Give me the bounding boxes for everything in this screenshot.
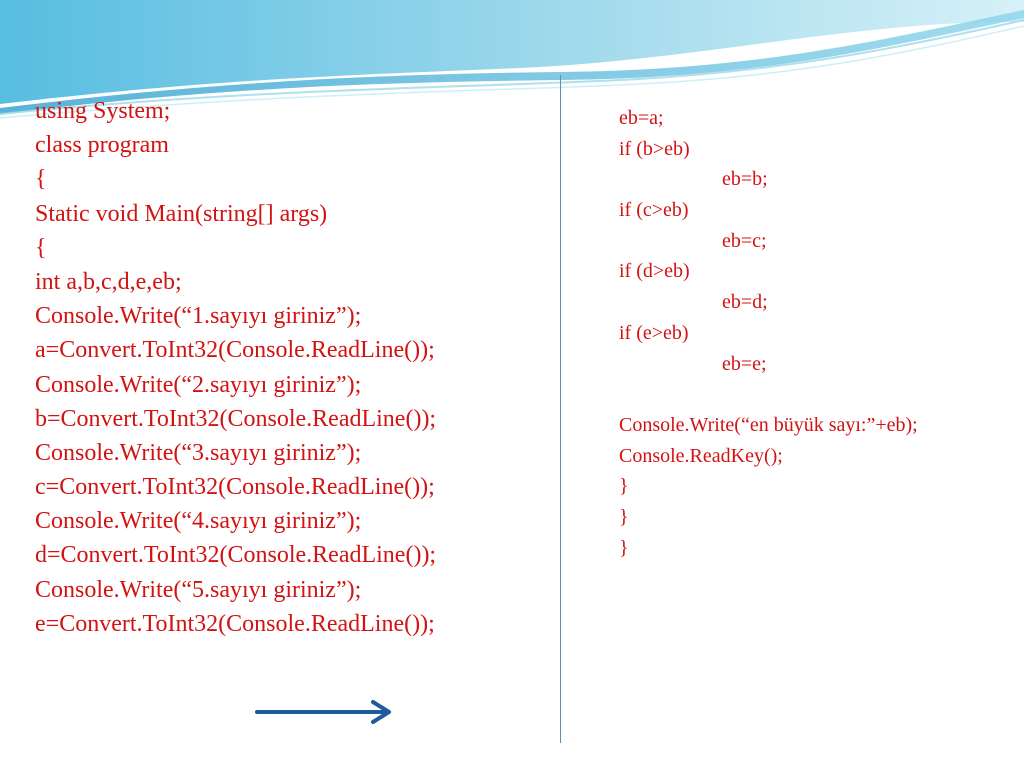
- column-divider: [560, 75, 561, 743]
- right-arrow-icon: [255, 700, 391, 724]
- code-line: eb=e;: [722, 352, 767, 375]
- code-line: Console.Write(“2.sayıyı giriniz”);: [35, 371, 362, 398]
- code-line: b=Convert.ToInt32(Console.ReadLine());: [35, 405, 437, 432]
- code-line: d=Convert.ToInt32(Console.ReadLine());: [35, 542, 437, 569]
- code-line: }: [619, 536, 629, 559]
- code-line: }: [619, 475, 629, 498]
- code-line: if (c>eb): [619, 199, 689, 222]
- code-line: eb=a;: [619, 107, 664, 129]
- code-line: Console.Write(“5.sayıyı giriniz”);: [35, 576, 362, 603]
- code-line: eb=c;: [722, 229, 767, 252]
- code-line: using System;: [35, 98, 171, 124]
- code-line: {: [35, 166, 47, 193]
- header-wave-decoration: [0, 0, 1024, 119]
- code-line: e=Convert.ToInt32(Console.ReadLine());: [35, 610, 435, 637]
- code-block-left: using System; class program { Static voi…: [35, 94, 555, 641]
- code-line: }: [619, 505, 629, 528]
- code-line: if (e>eb): [619, 321, 689, 344]
- code-line: int a,b,c,d,e,eb;: [35, 268, 182, 295]
- code-line: class program: [35, 132, 169, 159]
- code-line: Console.Write(“3.sayıyı giriniz”);: [35, 439, 362, 466]
- code-line: if (d>eb): [619, 260, 690, 283]
- code-line: a=Convert.ToInt32(Console.ReadLine());: [35, 337, 435, 364]
- code-line: Console.ReadKey();: [619, 444, 783, 467]
- code-line: eb=b;: [722, 168, 768, 191]
- code-line-blank: [619, 379, 1019, 410]
- code-block-right: eb=a; if (b>eb) eb=b; if (c>eb) eb=c; if…: [619, 103, 1019, 563]
- code-line: if (b>eb): [619, 137, 690, 160]
- code-line: c=Convert.ToInt32(Console.ReadLine());: [35, 474, 435, 501]
- code-line: Static void Main(string[] args): [35, 200, 328, 227]
- code-line: Console.Write(“1.sayıyı giriniz”);: [35, 303, 362, 330]
- code-line: Console.Write(“4.sayıyı giriniz”);: [35, 508, 362, 535]
- code-line: eb=d;: [722, 291, 768, 314]
- code-line: Console.Write(“en büyük sayı:”+eb);: [619, 413, 918, 436]
- code-line: {: [35, 234, 47, 261]
